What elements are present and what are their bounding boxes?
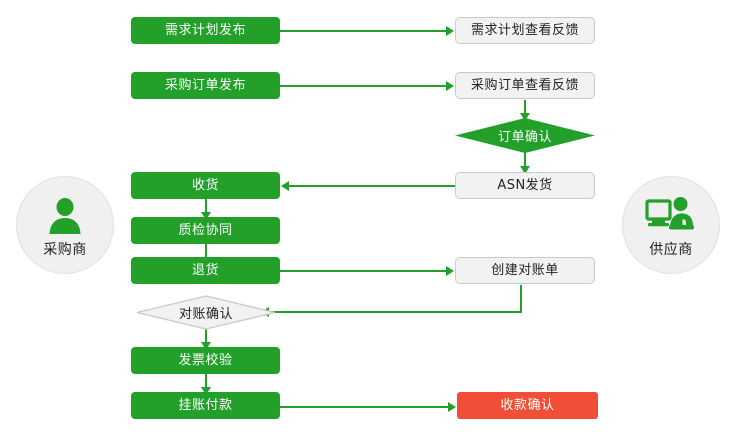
node-label: 采购订单查看反馈 bbox=[470, 78, 579, 93]
edge-invoice-arrow bbox=[201, 342, 211, 350]
node-label: 订单确认 bbox=[497, 130, 552, 145]
actor-buyer[interactable]: 采购商 bbox=[16, 176, 114, 274]
edge-demand-plan-arrow bbox=[446, 26, 454, 36]
edge-statement-arrow bbox=[446, 266, 454, 276]
node-demand-plan-feedback[interactable]: 需求计划查看反馈 bbox=[455, 17, 595, 44]
node-return-goods[interactable]: 退货 bbox=[131, 257, 280, 284]
edge-receive-line bbox=[288, 185, 455, 187]
person-icon bbox=[45, 194, 85, 238]
node-label: 挂账付款 bbox=[178, 398, 233, 413]
node-label: 退货 bbox=[191, 263, 219, 278]
node-label: 采购订单发布 bbox=[164, 78, 246, 93]
node-quality-inspection[interactable]: 质检协同 bbox=[131, 217, 280, 244]
edge-order-confirm-arrow bbox=[520, 113, 530, 121]
edge-asn-arrow bbox=[520, 166, 530, 174]
node-label: 创建对账单 bbox=[491, 263, 559, 278]
edge-receive-arrow bbox=[281, 181, 289, 191]
node-reconcile-confirm[interactable]: 对账确认 bbox=[136, 295, 276, 330]
node-invoice-verify[interactable]: 发票校验 bbox=[131, 347, 280, 374]
edge-statement-line bbox=[280, 270, 448, 272]
node-order-confirm[interactable]: 订单确认 bbox=[455, 118, 595, 153]
node-receive-goods[interactable]: 收货 bbox=[131, 172, 280, 199]
edge-reconcile-vline bbox=[520, 285, 522, 312]
node-purchase-order-publish[interactable]: 采购订单发布 bbox=[131, 72, 280, 99]
node-demand-plan-publish[interactable]: 需求计划发布 bbox=[131, 17, 280, 44]
node-payable-payment[interactable]: 挂账付款 bbox=[131, 392, 280, 419]
actor-supplier-label: 供应商 bbox=[649, 241, 693, 258]
node-create-statement[interactable]: 创建对账单 bbox=[455, 257, 595, 284]
edge-receipt-arrow bbox=[448, 402, 456, 412]
edge-quality-line bbox=[205, 199, 207, 215]
edge-asn-line bbox=[524, 152, 526, 171]
edge-return-line bbox=[205, 244, 207, 260]
edge-demand-plan-line bbox=[280, 30, 448, 32]
edge-reconcile-hline bbox=[268, 311, 522, 313]
node-asn-shipment[interactable]: ASN发货 bbox=[455, 172, 595, 199]
edge-quality-arrow bbox=[201, 212, 211, 220]
actor-buyer-label: 采购商 bbox=[43, 241, 87, 258]
person-at-computer-icon bbox=[645, 194, 697, 238]
node-label: 质检协同 bbox=[178, 223, 233, 238]
node-purchase-order-feedback[interactable]: 采购订单查看反馈 bbox=[455, 72, 595, 99]
node-label: 需求计划查看反馈 bbox=[470, 23, 579, 38]
edge-purchase-order-line bbox=[280, 85, 448, 87]
node-label: 对账确认 bbox=[178, 307, 233, 322]
edge-payment-line bbox=[205, 374, 207, 390]
edge-invoice-line bbox=[205, 329, 207, 345]
edge-purchase-order-arrow bbox=[446, 81, 454, 91]
actor-supplier[interactable]: 供应商 bbox=[622, 176, 720, 274]
edge-order-confirm-line bbox=[524, 100, 526, 118]
node-label: 收货 bbox=[191, 178, 219, 193]
edge-payment-arrow bbox=[201, 387, 211, 395]
node-label: ASN发货 bbox=[497, 178, 553, 193]
edge-receipt-line bbox=[280, 406, 450, 408]
node-label: 发票校验 bbox=[178, 353, 233, 368]
node-label: 收款确认 bbox=[500, 398, 555, 413]
node-label: 需求计划发布 bbox=[164, 23, 246, 38]
node-receipt-confirm[interactable]: 收款确认 bbox=[457, 392, 598, 419]
